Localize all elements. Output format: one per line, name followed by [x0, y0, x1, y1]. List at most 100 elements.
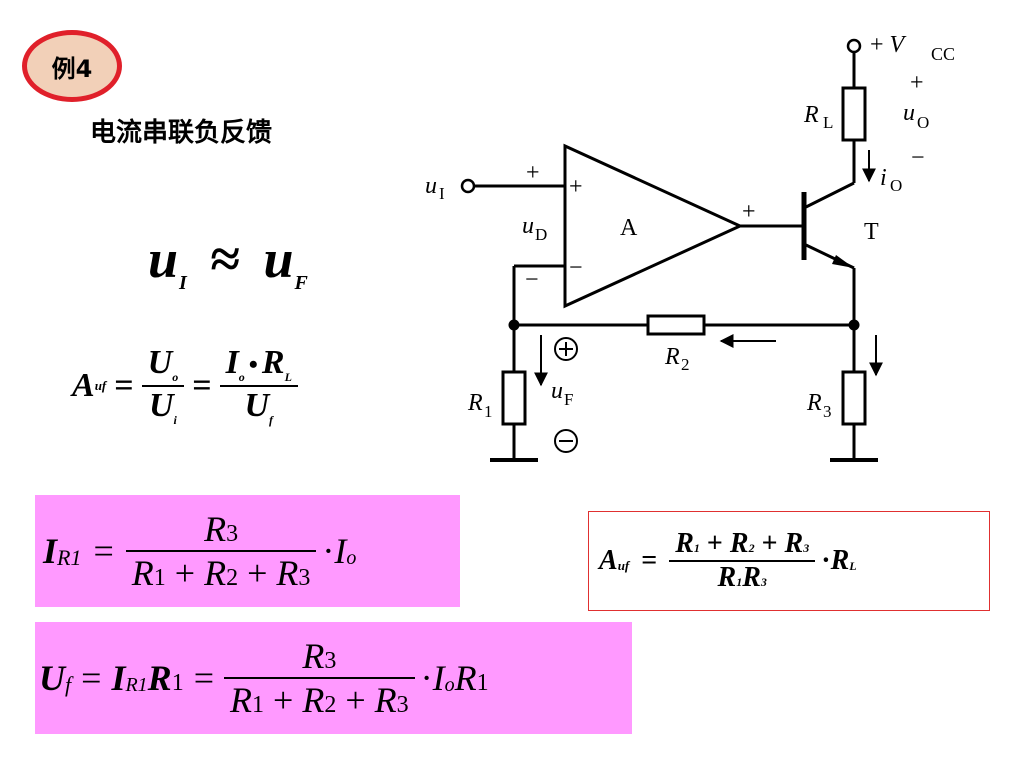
- uf-mid-I: I: [111, 658, 126, 698]
- uf-mid-R-sub: 1: [171, 669, 184, 696]
- ir1-tail-I: I: [334, 531, 347, 571]
- uf-tail-R: R: [454, 658, 477, 698]
- example-badge-label: 例4: [51, 54, 93, 83]
- resistor-rl: [841, 86, 867, 142]
- uf-eq-2: =: [193, 658, 214, 698]
- auf-num: R1 + R2 + R3: [675, 528, 810, 560]
- in-minus-outer: −: [525, 267, 539, 293]
- r1-label: R: [467, 390, 483, 416]
- ir1-frac: R3 R1 + R2 + R3: [125, 508, 317, 594]
- minus-circle: [554, 429, 578, 453]
- uf-num: R: [302, 636, 325, 677]
- uo-label: u: [903, 100, 915, 126]
- gain-eq-1: =: [114, 366, 134, 404]
- approx-rhs-sub: F: [294, 271, 309, 294]
- uf-lhs-sub: f: [65, 672, 72, 697]
- auf-lhs: A: [599, 545, 618, 576]
- uf-lhs: U: [39, 658, 65, 698]
- auf-den: R1R3: [717, 561, 767, 593]
- svg-text:+ V: + V: [870, 32, 907, 58]
- vcc-sub: CC: [931, 44, 955, 64]
- gain-f1-den-sub: i: [173, 412, 177, 427]
- auf-tail-R-sub: L: [849, 558, 857, 573]
- gain-f1-num: U: [147, 344, 173, 381]
- uf-den: R1 + R2 + R3: [230, 679, 409, 720]
- uf-label: u: [551, 378, 563, 404]
- resistor-r1: [501, 370, 527, 426]
- gain-f2-num-I-sub: o: [238, 369, 245, 384]
- uf-dot: ·: [420, 658, 433, 698]
- gain-f1-num-sub: o: [172, 369, 179, 384]
- gain-dot: •: [248, 350, 258, 379]
- uf-mid-R: R: [147, 658, 172, 698]
- ir1-num: R: [204, 509, 227, 550]
- uo-minus: −: [911, 145, 925, 171]
- ir1-dot: ·: [322, 531, 335, 571]
- vcc-terminal: [846, 38, 862, 54]
- in-plus-inner: +: [569, 174, 583, 200]
- uf-frac: R3 R1 + R2 + R3: [224, 635, 415, 721]
- resistor-r3: [841, 370, 867, 426]
- uf-sub: F: [564, 390, 573, 409]
- ui-terminal: [460, 178, 476, 194]
- ir1-eq: =: [93, 531, 114, 571]
- approx-equation: uI ≈ uF: [148, 228, 309, 295]
- transistor-label: T: [864, 219, 879, 245]
- uf-eq-1: =: [81, 658, 102, 698]
- gain-eq-2: =: [192, 366, 212, 404]
- r3-sub: 3: [823, 402, 832, 421]
- ir1-lhs-sub: R1: [57, 545, 82, 570]
- ui-sub: I: [439, 184, 445, 203]
- uf-mid-I-sub: R1: [125, 673, 148, 696]
- gain-frac-2: Io•RL Uf: [219, 344, 298, 428]
- gain-frac-1: Uo Ui: [141, 344, 185, 428]
- uf-tail-I-sub: o: [444, 673, 455, 696]
- rl-sub: L: [823, 113, 833, 132]
- plus-circle: [554, 337, 578, 361]
- gain-A-sub: uf: [94, 377, 107, 393]
- approx-rhs: u: [263, 229, 295, 289]
- auf-lhs-sub: uf: [617, 558, 630, 573]
- ir1-num-sub: 3: [226, 521, 239, 548]
- gain-f2-num-R-sub: L: [284, 369, 292, 384]
- r2-sub: 2: [681, 355, 690, 374]
- gain-f2-den-sub: f: [269, 412, 274, 427]
- uo-plus: +: [910, 70, 924, 96]
- example-badge: 例4: [22, 30, 122, 102]
- gain-f2-num-I: I: [225, 344, 239, 381]
- gain-f2-den: U: [244, 386, 270, 424]
- gain-A: A: [72, 366, 95, 404]
- r1-sub: 1: [484, 402, 493, 421]
- out-plus: +: [742, 199, 756, 225]
- junction-left: [508, 319, 520, 331]
- in-plus-outer: +: [526, 160, 540, 186]
- uf-tail-R-sub: 1: [476, 669, 489, 696]
- ui-label: u: [425, 173, 437, 199]
- resistor-r2: [646, 314, 706, 336]
- auf-eq: =: [641, 545, 658, 576]
- rl-label: R: [803, 102, 819, 128]
- uf-tail-I: I: [432, 658, 445, 698]
- io-sub: O: [890, 176, 902, 195]
- in-minus-inner: −: [569, 255, 583, 281]
- ir1-den: R1 + R2 + R3: [131, 552, 311, 593]
- ir1-lhs: I: [43, 531, 58, 571]
- gain-f1-den: U: [148, 386, 174, 424]
- page-title: 电流串联负反馈: [90, 118, 273, 148]
- junction-right: [848, 319, 860, 331]
- ir1-tail-sub: o: [346, 546, 357, 569]
- r2-label: R: [664, 344, 680, 370]
- approx-lhs-sub: I: [179, 271, 188, 294]
- ud-sub: D: [535, 225, 547, 244]
- r3-label: R: [806, 390, 822, 416]
- uf-num-sub: 3: [324, 648, 337, 675]
- auf-dot: ·: [821, 545, 831, 576]
- amp-label: A: [620, 215, 638, 241]
- uo-sub: O: [917, 113, 929, 132]
- auf-tail-R: R: [830, 545, 850, 576]
- op-amp: [563, 143, 744, 309]
